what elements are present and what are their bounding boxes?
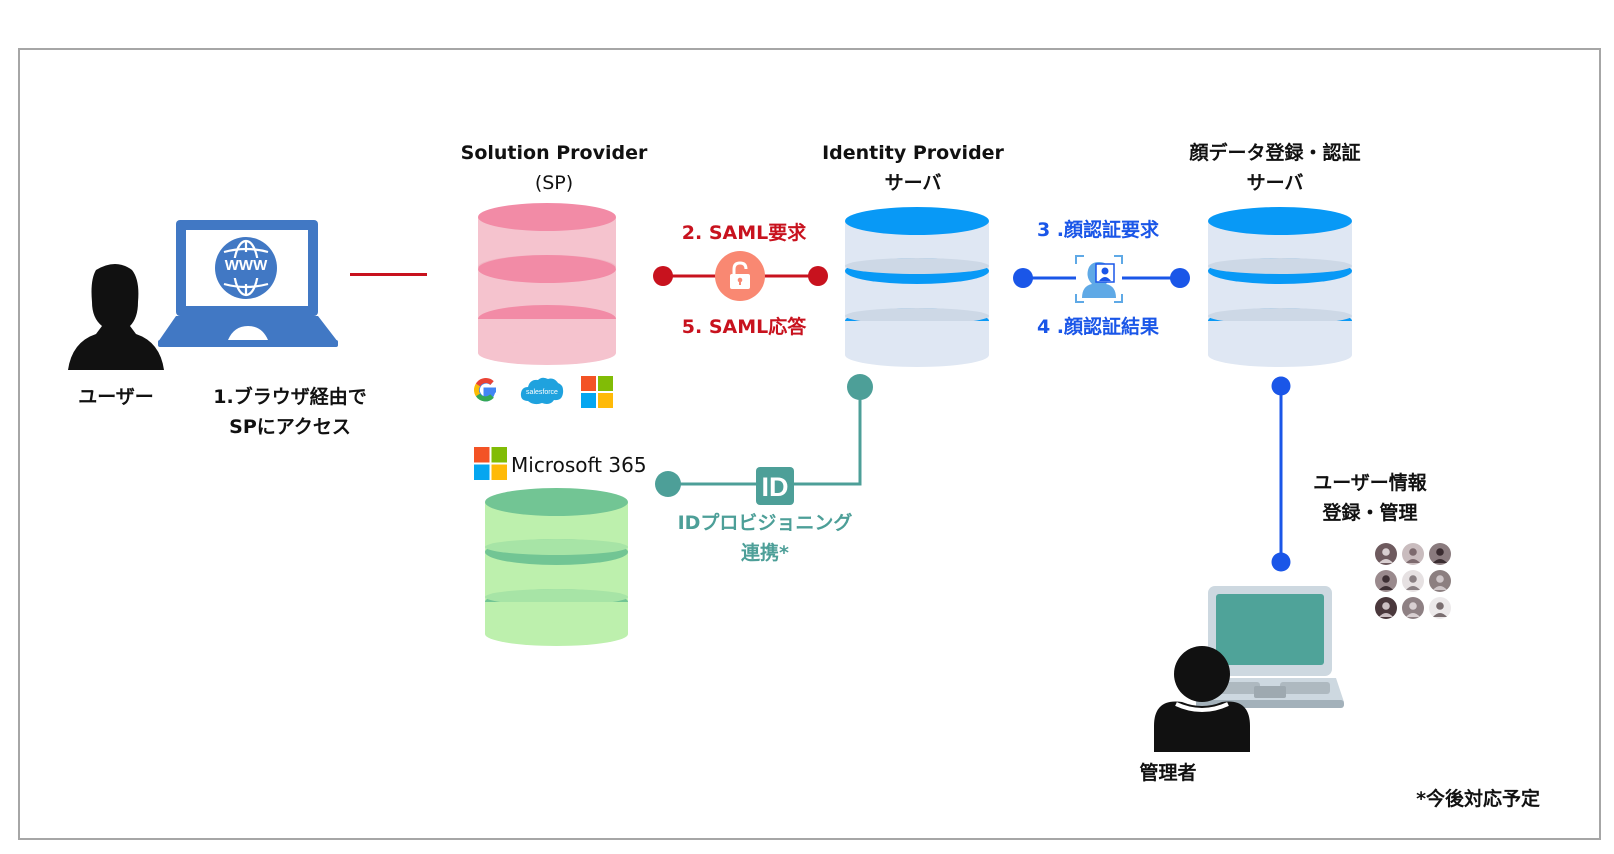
idp-title-line2: サーバ <box>884 172 942 194</box>
face-result-label: 4 .顔認証結果 <box>1036 316 1160 338</box>
user-avatar-icon <box>1375 597 1397 619</box>
user-avatar-icon <box>1375 570 1397 592</box>
ms365-logo-icon <box>474 447 507 480</box>
face-request-label: 3 .顔認証要求 <box>1036 219 1160 241</box>
idp-title-line1: Identity Provider <box>822 142 1004 164</box>
saml-endpoint-left <box>653 266 673 286</box>
salesforce-text: salesforce <box>526 389 558 396</box>
user-avatar-icon <box>1429 543 1451 565</box>
face-endpoint-left <box>1013 268 1033 288</box>
access-line <box>350 273 427 276</box>
face-endpoint-right <box>1170 268 1190 288</box>
id-badge-text: ID <box>761 472 789 502</box>
face-server-title-line2: サーバ <box>1246 172 1304 194</box>
footnote: *今後対応予定 <box>1416 788 1540 810</box>
user-avatar-icon <box>1429 570 1451 592</box>
www-text: WWW <box>224 257 268 274</box>
face-server-title-line1: 顔データ登録・認証 <box>1189 142 1361 164</box>
face-recognition-icon <box>1075 255 1123 303</box>
user-laptop-icon <box>158 220 338 347</box>
saml-request-label: 2. SAML要求 <box>681 222 807 244</box>
saml-response-label: 5. SAML応答 <box>681 316 807 338</box>
userinfo-line1: ユーザー情報 <box>1313 472 1427 494</box>
admin-label: 管理者 <box>1139 762 1197 784</box>
ms365-database-icon <box>485 488 628 646</box>
sp-database-icon <box>478 203 616 365</box>
sp-title-line2: (SP) <box>534 172 574 194</box>
face-server-title: 顔データ登録・認証 サーバ <box>1160 138 1390 198</box>
salesforce-logo-icon: salesforce <box>520 377 564 405</box>
face-auth-connector <box>1013 255 1190 303</box>
admin-laptop-icon <box>1196 586 1344 708</box>
user-avatar-icon <box>1429 597 1451 619</box>
user-avatar-icon <box>1402 597 1424 619</box>
microsoft-logo-icon <box>581 376 613 408</box>
id-endpoint-top <box>847 374 873 400</box>
id-provisioning-line1: IDプロビジョニング <box>677 512 853 534</box>
user-avatars-grid <box>1375 543 1455 623</box>
unlock-icon <box>730 261 750 289</box>
idp-title: Identity Provider サーバ <box>800 138 1026 198</box>
id-endpoint-left <box>655 471 681 497</box>
userinfo-label: ユーザー情報 登録・管理 <box>1290 468 1450 528</box>
admin-endpoint-top <box>1271 376 1291 396</box>
google-logo-icon <box>474 378 496 402</box>
user-avatar-icon <box>1375 543 1397 565</box>
step1-line1: 1.ブラウザ経由で <box>213 386 367 408</box>
id-provisioning-line2: 連携* <box>741 542 789 564</box>
sp-title: Solution Provider (SP) <box>444 138 664 198</box>
saml-endpoint-right <box>808 266 828 286</box>
id-badge <box>756 467 794 505</box>
id-provisioning-label: IDプロビジョニング 連携* <box>660 508 870 568</box>
user-avatar-icon <box>1402 543 1424 565</box>
step1-line2: SPにアクセス <box>229 416 351 438</box>
diagram-frame <box>18 48 1601 840</box>
user-avatar-icon <box>1402 570 1424 592</box>
user-person-icon <box>68 264 164 370</box>
sp-title-line1: Solution Provider <box>460 142 648 164</box>
face-server-database-icon <box>1208 207 1352 367</box>
step1-label: 1.ブラウザ経由で SPにアクセス <box>190 382 390 442</box>
ms365-label: Microsoft 365 <box>511 453 647 477</box>
id-provisioning-connector <box>655 374 873 505</box>
admin-person-icon <box>1154 646 1250 752</box>
admin-connector <box>1271 376 1291 572</box>
user-label: ユーザー <box>78 386 154 408</box>
saml-connector <box>653 251 828 301</box>
userinfo-line2: 登録・管理 <box>1322 502 1418 524</box>
admin-endpoint-bottom <box>1271 552 1291 572</box>
idp-database-icon <box>845 207 989 367</box>
